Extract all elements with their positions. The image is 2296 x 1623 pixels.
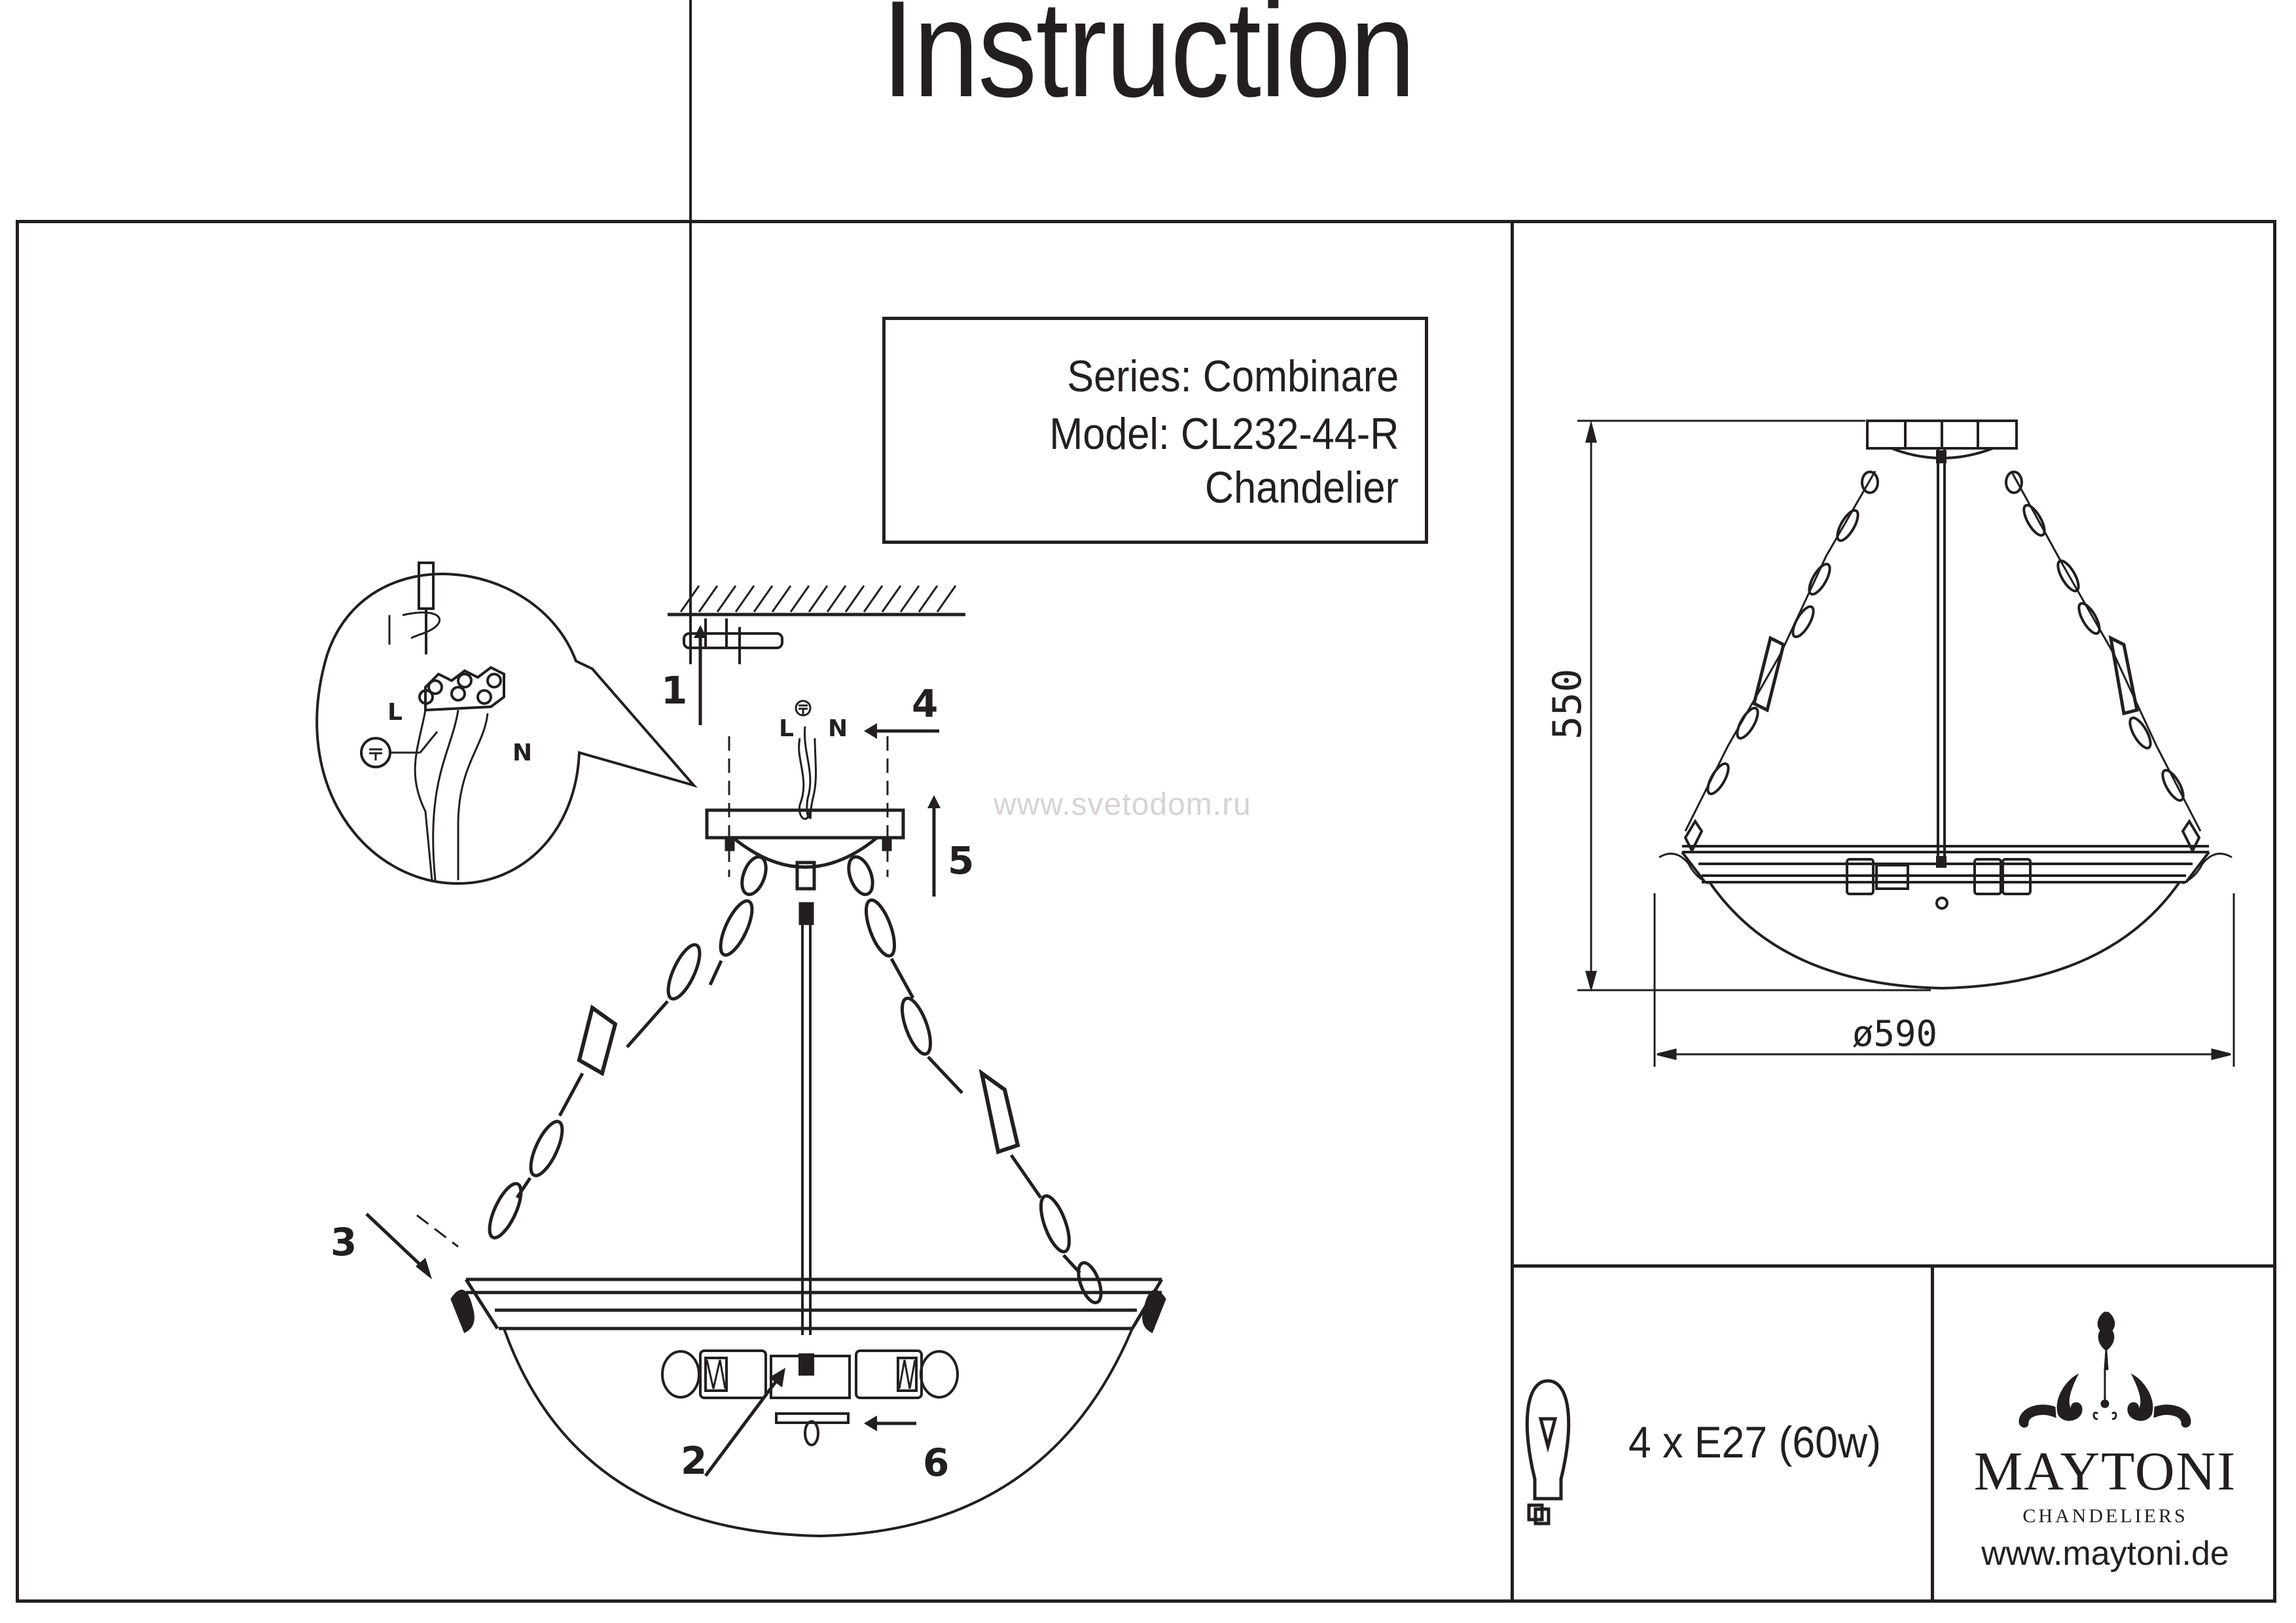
glass-bowl bbox=[450, 1277, 1166, 1538]
step-label-6: 6 bbox=[923, 1440, 949, 1485]
product-type-label: Chandelier bbox=[1204, 463, 1399, 512]
step-5-arrow bbox=[927, 795, 941, 897]
hook-guide bbox=[416, 1214, 459, 1248]
step-2-arrow bbox=[704, 1368, 785, 1477]
brand-name: MAYTONI bbox=[1973, 1441, 2237, 1502]
wire-label-neutral: N bbox=[828, 715, 848, 742]
mounting-bracket bbox=[683, 0, 783, 664]
series-label: Series: Combinare bbox=[1067, 351, 1399, 401]
height-dimension bbox=[1577, 419, 1931, 992]
step-label-4: 4 bbox=[912, 681, 938, 726]
step-1-arrow bbox=[694, 625, 707, 725]
ground-symbol-icon bbox=[795, 700, 812, 717]
brand-subtitle: CHANDELIERS bbox=[2022, 1505, 2188, 1527]
supply-wires bbox=[798, 726, 817, 820]
wire-label-live: L bbox=[779, 715, 794, 742]
step-6-arrow bbox=[864, 1416, 916, 1431]
frame-divider-vertical bbox=[1511, 220, 1514, 1603]
product-info-box: Series: Combinare Model: CL232-44-R Chan… bbox=[882, 317, 1428, 544]
bulb-spec: 4 x E27 (60w) bbox=[1628, 1418, 1881, 1467]
step-label-1: 1 bbox=[661, 668, 687, 713]
ceiling-hatch bbox=[668, 585, 965, 616]
wiring-detail-callout bbox=[315, 562, 698, 885]
chandelier-elevation bbox=[1659, 419, 2233, 990]
step-3-arrow bbox=[365, 1213, 432, 1279]
step-label-3: 3 bbox=[331, 1220, 357, 1264]
height-value: 550 bbox=[1545, 669, 1590, 740]
detail-label-live: L bbox=[387, 699, 403, 726]
chain-left bbox=[488, 855, 768, 1240]
page-title: Instruction bbox=[881, 0, 1416, 126]
alignment-guides bbox=[728, 736, 889, 877]
diameter-value: ø590 bbox=[1852, 1013, 1937, 1054]
detail-label-neutral: N bbox=[512, 740, 532, 766]
drawing-frame bbox=[16, 220, 2276, 1603]
model-label: Model: CL232-44-R bbox=[1049, 409, 1399, 459]
brand-url[interactable]: www.maytoni.de bbox=[1981, 1535, 2229, 1573]
frame-divider-footer bbox=[1931, 1264, 1934, 1603]
step-label-5: 5 bbox=[948, 838, 974, 883]
diameter-dimension bbox=[1653, 893, 2235, 1067]
step-4-arrow bbox=[864, 723, 939, 739]
watermark: www.svetodom.ru bbox=[994, 787, 1251, 822]
frame-divider-horizontal bbox=[1511, 1264, 2276, 1268]
step-label-2: 2 bbox=[681, 1438, 707, 1483]
center-rod bbox=[801, 924, 812, 1335]
canopy bbox=[705, 808, 905, 925]
